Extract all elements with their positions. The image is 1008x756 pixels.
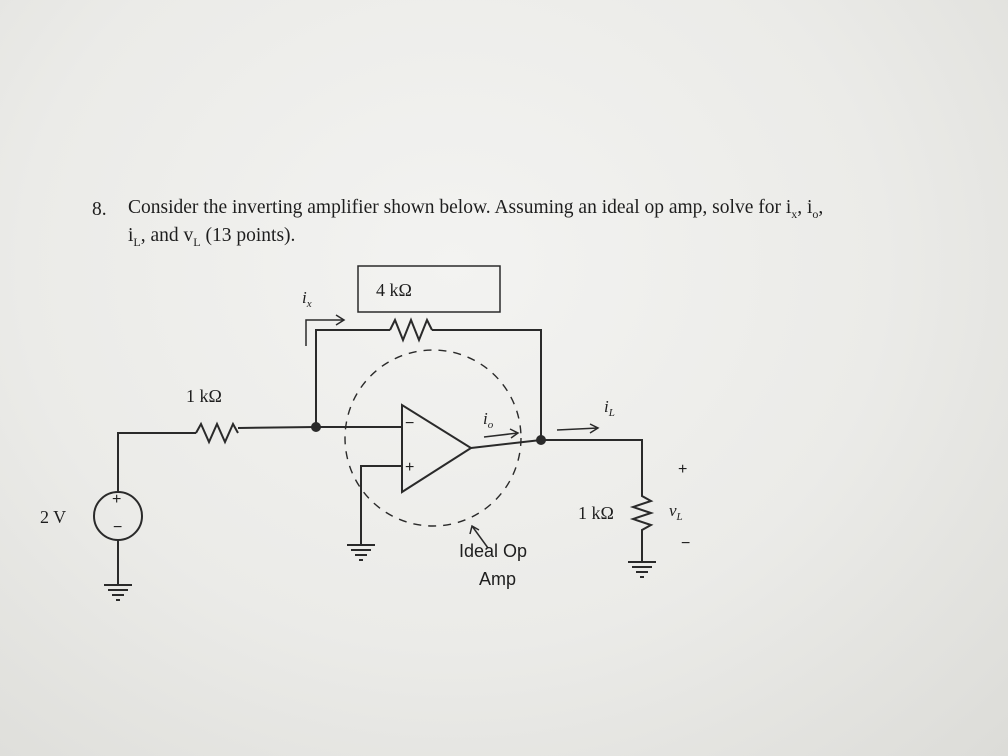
feedback-resistor-label: 4 kΩ	[376, 280, 412, 300]
feedback-wire-left	[315, 329, 390, 427]
opamp-ground-icon	[347, 544, 375, 561]
feedback-resistor-label-box	[357, 265, 501, 313]
feedback-wire-right	[432, 329, 542, 438]
source-minus-sign: −	[113, 519, 122, 536]
ideal-op-amp-callout: Ideal Op Amp	[459, 524, 527, 589]
ix-label: ix	[302, 288, 312, 310]
load-resistor	[629, 492, 655, 545]
load-resistor-label: 1 kΩ	[578, 503, 614, 523]
voltage-source: + −	[93, 491, 143, 541]
iL-current-annotation: iL	[556, 397, 615, 434]
callout-line1: Ideal Op	[459, 541, 527, 561]
io-current-annotation: io	[483, 409, 520, 439]
source-plus-sign: +	[112, 491, 121, 508]
vL-minus-sign: −	[681, 535, 690, 552]
noninverting-wire	[360, 465, 402, 545]
load-ground-icon	[628, 545, 656, 578]
op-amp-plus-sign: +	[405, 459, 414, 476]
question-text-line1: Consider the inverting amplifier shown b…	[128, 197, 824, 221]
io-label: io	[483, 409, 494, 431]
source-voltage-label: 2 V	[40, 507, 66, 527]
ix-current-annotation: ix	[302, 288, 346, 346]
output-wire	[470, 439, 542, 449]
node-wire	[237, 426, 317, 429]
vL-label: vL	[669, 501, 683, 523]
op-amp-triangle	[401, 403, 473, 494]
input-wire	[117, 432, 196, 492]
source-ground-icon	[104, 540, 132, 601]
vL-plus-sign: +	[678, 461, 687, 478]
load-wire	[541, 439, 643, 492]
input-resistor	[195, 421, 239, 445]
iL-label: iL	[604, 397, 615, 419]
question-number: 8.	[92, 199, 107, 220]
feedback-resistor	[389, 317, 433, 343]
op-amp-minus-sign: −	[405, 415, 414, 432]
input-resistor-label: 1 kΩ	[186, 386, 222, 406]
callout-line2: Amp	[479, 569, 516, 589]
ideal-op-amp-boundary	[344, 349, 522, 527]
question-text-line2: iL, and vL (13 points).	[128, 225, 296, 249]
